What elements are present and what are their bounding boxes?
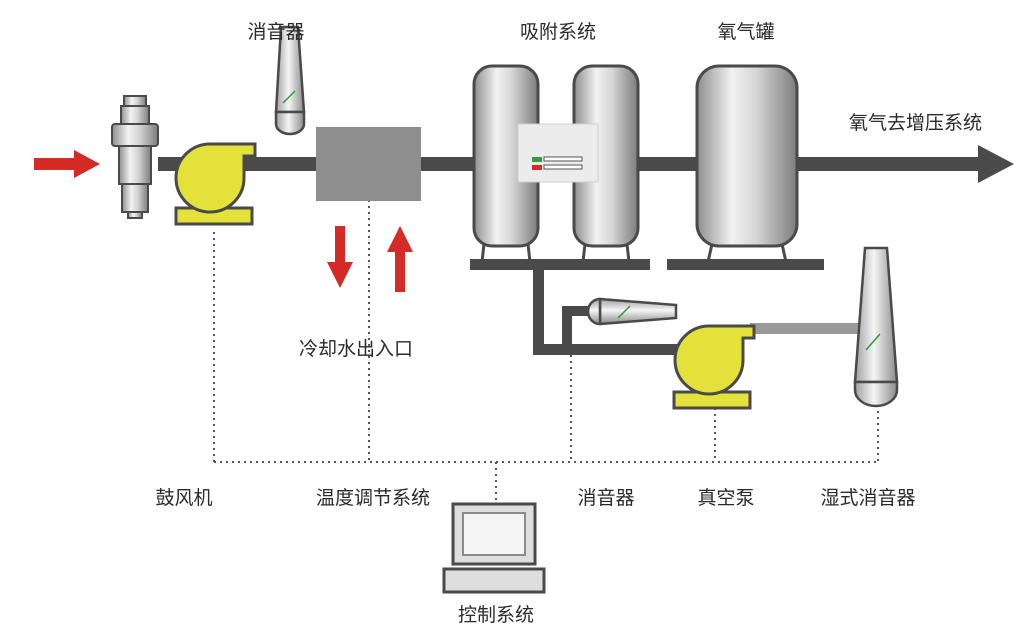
- label-oxygen-tank: 氧气罐: [717, 21, 775, 43]
- vacuum-pump-icon: [672, 324, 756, 410]
- silencer-icon: [274, 25, 306, 136]
- adsorption-base: [470, 259, 650, 270]
- label-vacuum-pump: 真空泵: [697, 487, 755, 509]
- label-control-system: 控制系统: [457, 604, 535, 626]
- cooling-water-arrows: [327, 226, 413, 292]
- label-wet-silencer: 湿式消音器: [820, 487, 916, 509]
- label-temp-control: 温度调节系统: [315, 487, 431, 509]
- wet-silencer-icon: [853, 246, 899, 408]
- label-adsorption-system: 吸附系统: [519, 21, 597, 43]
- label-blower: 鼓风机: [155, 487, 213, 509]
- computer-icon: [442, 502, 546, 594]
- oxygen-tank-base: [667, 259, 824, 270]
- blower-icon: [174, 142, 257, 226]
- silencer-horizontal-icon: [586, 297, 678, 326]
- label-silencer-top: 消音器: [247, 21, 305, 43]
- label-silencer-bottom: 消音器: [577, 487, 635, 509]
- air-filter-icon: [111, 95, 159, 219]
- heat-exchanger-box: [316, 127, 421, 201]
- vacuum-branch-pipe: [533, 265, 860, 355]
- control-wiring: [213, 200, 879, 500]
- oxygen-tank-icon: [695, 64, 799, 263]
- label-cooling-water: 冷却水出入口: [299, 338, 414, 360]
- flow-arrow-head: [978, 145, 1014, 183]
- control-panel: [517, 123, 599, 183]
- label-to-booster: 氧气去增压系统: [849, 112, 983, 134]
- air-inlet-arrow: [34, 150, 100, 178]
